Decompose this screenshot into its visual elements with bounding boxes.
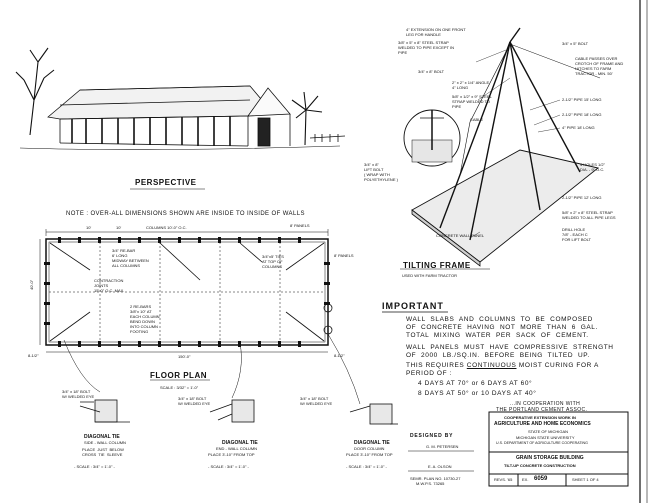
tf-bolt-top: 3/4" x 5" BOLT: [562, 41, 589, 46]
tie3-desc: PLACE 3'-10" FROM TOP: [346, 452, 393, 457]
callout-rebar: 3/4" RE-BAR 6' LONG MIDWAY BETWEEN ALL C…: [112, 248, 149, 268]
dim-columns: COLUMNS 10'-0" O.C.: [146, 225, 187, 230]
dim-10a: 10': [86, 225, 92, 230]
tie2-title: DIAGONAL TIE: [222, 440, 258, 446]
dimensions-note: NOTE : OVER-ALL DIMENSIONS SHOWN ARE INS…: [66, 211, 305, 217]
dim-150: 150'-0": [178, 354, 191, 359]
tie1-welded: W/ WELDED EYE: [62, 394, 95, 399]
tie3-sub: DOOR COLUMN: [354, 446, 385, 451]
tie2-scale: - SCALE : 3/4" = 1'-0" -: [208, 464, 249, 469]
tie1-scale: - SCALE : 3/4" = 1'-0" -: [74, 464, 115, 469]
tie-details: [79, 399, 398, 425]
designer-1: G. M. PETERSEN: [426, 444, 459, 449]
tf-pipe2: 2-1/2" PIPE 18' LONG: [562, 112, 602, 117]
p3-continuous: CONTINUOUS: [466, 362, 517, 369]
cure-line-1: 4 DAYS AT 70° or 6 DAYS AT 60°: [418, 380, 533, 387]
tie2-sub: END - WALL COLUMN: [216, 446, 258, 451]
tb-line5: U.S. DEPARTMENT OF AGRICULTURE COOPERATI…: [496, 441, 588, 445]
dim-panels-top: 8' PANELS: [290, 223, 310, 228]
important-p2: WALL PANELS MUST HAVE COMPRESSIVE STRENG…: [406, 344, 614, 359]
p3-requires: THIS REQUIRES: [406, 362, 465, 369]
tie3-scale: - SCALE : 3/4" = 1'-0" -: [346, 464, 387, 469]
plan-ref-1: SEMR. PLAN NO. 10730-27: [410, 476, 461, 481]
tf-cable: CABLE: [470, 117, 484, 122]
tf-strap3: 5/8" x 2" x 8" STEEL STRAP WELDED TO ALL…: [562, 210, 616, 220]
dim-8-5-left: 8-1/2": [28, 353, 39, 358]
designed-by-label: DESIGNED BY: [410, 433, 454, 439]
tie3-welded: W/ WELDED EYE: [300, 401, 333, 406]
tb-ex-label: EX.: [522, 477, 529, 482]
plan-ref-2: M.W.P.S. 73265: [416, 481, 445, 486]
tf-strap2: 5/8" x 1/2" x 9" STEEL STRAP WELDED TO P…: [452, 94, 492, 109]
dim-panels-right: 8' PANELS: [334, 253, 354, 258]
coop-line-2: THE PORTLAND CEMENT ASSOC.: [496, 407, 588, 413]
dim-8-5-right: 8-1/2": [334, 353, 345, 358]
tf-angle: 2" x 2" x 1/4" ANGLE 4" LONG: [452, 80, 490, 90]
important-period: PERIOD OF :: [406, 370, 452, 377]
tie2-desc: PLACE 3'-10" FROM TOP: [208, 452, 255, 457]
tf-drill: DRILL HOLE 7/8" - EACH C FOR LIFT BOLT: [562, 227, 591, 242]
title-block-frame: [488, 411, 629, 487]
tb-line2: AGRICULTURE AND HOME ECONOMICS: [494, 421, 591, 427]
tie3-title: DIAGONAL TIE: [354, 440, 390, 446]
tf-strap: 3/8" x 5" x 8" STEEL STRAP WELDED TO PIP…: [398, 40, 455, 55]
floor-plan-drawing: [39, 229, 361, 405]
tb-line3: STATE OF MICHIGAN: [528, 429, 569, 434]
tf-panel: CONCRETE WALL PANEL: [436, 233, 485, 238]
floor-plan-title: FLOOR PLAN: [150, 371, 207, 380]
tf-pipe4: 2-1/2" PIPE 12' LONG: [562, 195, 602, 200]
callout-rebars-column: 2 RE-BARS 3/8"x 10" AT EACH COLUMN BEND …: [130, 304, 160, 334]
tie3-bolt: 3/4" x 18" BOLT: [300, 396, 329, 401]
tf-pipe1: 2-1/2" PIPE 15' LONG: [562, 97, 602, 102]
tb-sheet: SHEET 1 OF 4: [572, 477, 599, 482]
perspective-title: PERSPECTIVE: [135, 178, 197, 187]
tf-pipe3: 4" PIPE 18' LONG: [562, 125, 595, 130]
cure-line-2: 8 DAYS AT 50° or 10 DAYS AT 40°: [418, 390, 537, 397]
tie1-sub: SIDE - WALL COLUMN: [84, 440, 126, 445]
tilting-frame-sub: USED WITH FARM TRACTOR: [402, 273, 457, 278]
tilting-frame-title: TILTING FRAME: [403, 261, 471, 270]
floor-plan-scale: SCALE : 3/32" = 1'-0": [160, 385, 199, 390]
tf-holes: 4 HOLES 1/2" DIA. - 9" O.C.: [580, 162, 605, 172]
tie1-desc: PLACE JUST BELOW CROSS TIE SLEEVE: [82, 447, 124, 457]
designer-2: E. A. OLSON: [428, 464, 452, 469]
important-title: IMPORTANT: [382, 301, 444, 311]
tf-bolt-8: 3/4" x 8" BOLT: [418, 69, 445, 74]
perspective-building: [15, 47, 346, 150]
tie1-title: DIAGONAL TIE: [84, 434, 120, 440]
tb-line1: COOPERATIVE EXTENSION WORK IN: [504, 415, 576, 420]
tb-ex-number: 6059: [534, 476, 548, 482]
tie2-welded: W/ WELDED EYE: [178, 401, 211, 406]
important-p1: WALL SLABS AND COLUMNS TO BE COMPOSED OF…: [406, 316, 598, 339]
dim-40: 40'-0": [29, 279, 34, 290]
tb-line4: MICHIGAN STATE UNIVERSITY: [516, 435, 575, 440]
tf-lift-bolt: 3/4" x 8" LIFT BOLT ( WRAP WITH POLYETHY…: [364, 162, 398, 182]
callout-joints: CONTRACTION JOINTS 15'-0" O.C. MAX.: [94, 278, 125, 293]
tf-extension: 4" EXTENSION ON ONE FRONT LEG FOR HANDLE: [406, 27, 466, 37]
tie1-bolt: 3/4" x 18" BOLT: [62, 389, 91, 394]
p3-moist: MOIST CURING FOR A: [518, 362, 599, 369]
tb-revision: REVS. '65: [494, 477, 513, 482]
important-p3a: THIS REQUIRES CONTINUOUS MOIST CURING FO…: [406, 362, 599, 370]
tilting-frame-drawing: [403, 27, 601, 267]
coop-line-1: ...IN COOPERATION WITH: [510, 401, 581, 407]
tb-project-2: TILT-UP CONCRETE CONSTRUCTION: [504, 463, 576, 468]
dim-10b: 10': [116, 225, 122, 230]
callout-ties: 3/4"x5' TIES AT TOP OF COLUMNS: [262, 254, 284, 269]
tb-project-1: GRAIN STORAGE BUILDING: [516, 455, 584, 461]
tf-cable-passes: CABLE PASSES OVER CROTCH OF FRAME AND HI…: [575, 56, 624, 76]
tie2-bolt: 3/4" x 18" BOLT: [178, 396, 207, 401]
